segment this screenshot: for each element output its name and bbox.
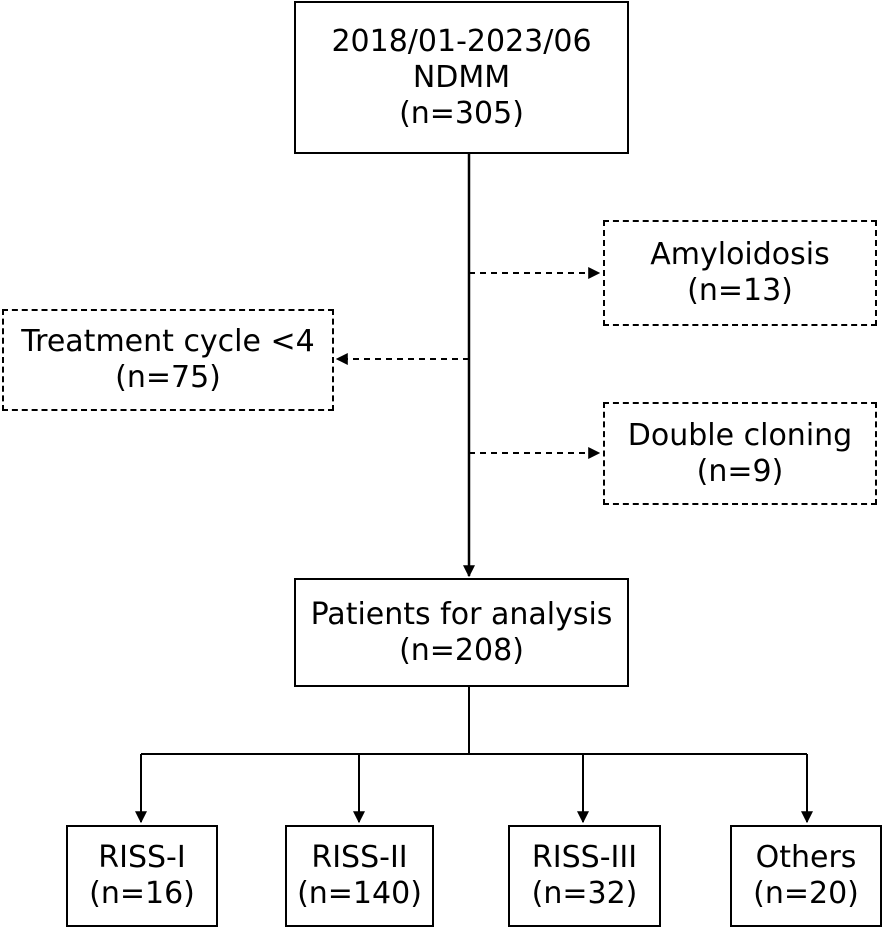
exclusion-box-amyloidosis: Amyloidosis (n=13) <box>603 220 877 326</box>
exclusion-count: (n=75) <box>115 360 221 395</box>
exclusion-box-double-cloning: Double cloning (n=9) <box>603 402 877 505</box>
analysis-cohort-box: Patients for analysis (n=208) <box>294 578 629 687</box>
analysis-label: Patients for analysis <box>310 596 613 632</box>
source-cohort: NDMM <box>412 59 511 95</box>
exclusion-label: Treatment cycle <4 <box>21 324 315 359</box>
group-label: RISS-I <box>98 840 186 875</box>
group-box-others: Others (n=20) <box>730 825 882 927</box>
source-cohort-box: 2018/01-2023/06 NDMM (n=305) <box>294 1 629 154</box>
group-count: (n=32) <box>531 876 638 911</box>
exclusion-label: Amyloidosis <box>650 237 830 272</box>
exclusion-count: (n=13) <box>687 273 793 308</box>
group-label: RISS-II <box>311 840 408 875</box>
group-label: RISS-III <box>531 840 638 875</box>
group-box-riss-i: RISS-I (n=16) <box>66 825 218 927</box>
group-count: (n=20) <box>753 876 859 911</box>
group-label: Others <box>755 840 857 875</box>
exclusion-count: (n=9) <box>696 453 784 489</box>
analysis-count: (n=208) <box>399 632 524 668</box>
exclusion-box-treatment-cycle: Treatment cycle <4 (n=75) <box>2 309 334 411</box>
source-count: (n=305) <box>399 95 524 131</box>
group-count: (n=16) <box>89 876 195 911</box>
source-period: 2018/01-2023/06 <box>331 23 592 59</box>
group-box-riss-ii: RISS-II (n=140) <box>285 825 434 927</box>
group-count: (n=140) <box>297 876 422 911</box>
exclusion-label: Double cloning <box>627 417 853 453</box>
group-box-riss-iii: RISS-III (n=32) <box>508 825 661 927</box>
